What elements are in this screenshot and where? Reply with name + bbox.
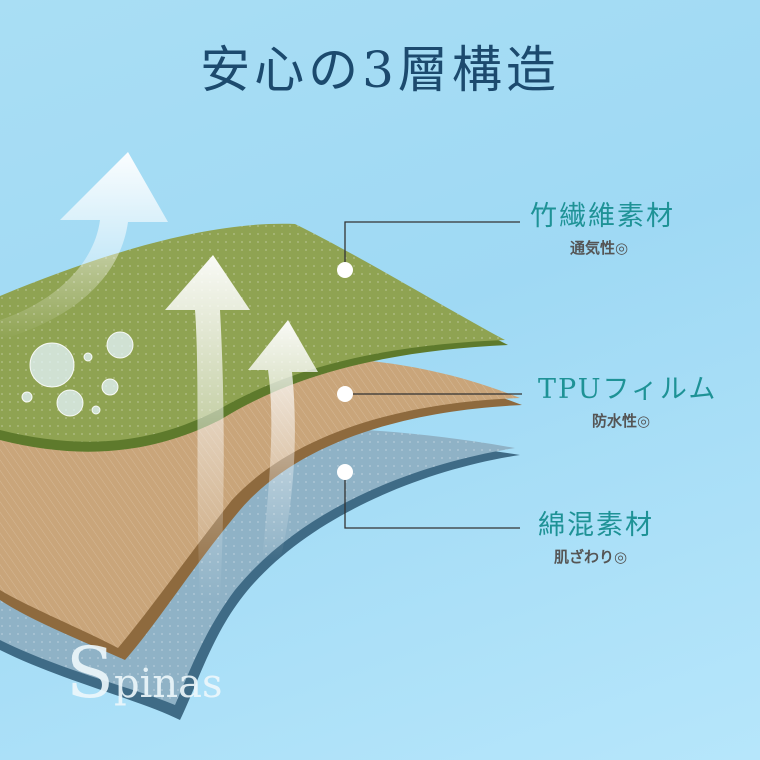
water-drops-icon [21,331,134,417]
brand-rest: pinas [113,661,223,707]
layer-feature: 防水性◎ [592,412,651,430]
layer-label-tpu: TPUフィルム 防水性◎ [538,367,717,431]
bamboo-layer [0,223,508,452]
layer-feature: 通気性◎ [570,239,629,257]
layer-label-cotton: 綿混素材 肌ざわり◎ [538,503,654,567]
layer-feature: 肌ざわり◎ [554,548,628,566]
leader-lines [344,221,522,529]
brand-logo: Spinas [66,632,223,714]
layer-name: TPUフィルム [538,374,718,405]
page-title: 安心の3層構造 [200,41,560,99]
brand-initial: S [66,632,114,714]
breathability-arrows-icon [0,152,318,600]
layer-label-bamboo: 竹繊維素材 通気性◎ [530,194,675,258]
layer-name: 綿混素材 [538,510,654,541]
leader-dots [337,262,353,480]
layer-name: 竹繊維素材 [530,201,675,232]
